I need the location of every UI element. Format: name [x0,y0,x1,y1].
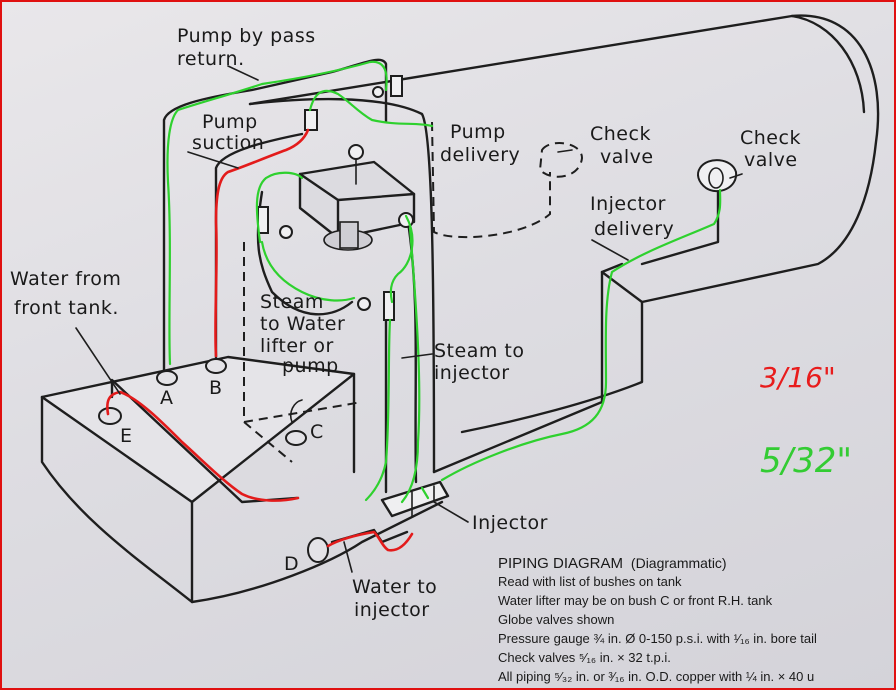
label-water-from-front-tank-line1: Water from [10,268,121,290]
label-water-to-injector-line1: Water to [352,576,437,598]
label-pump-suction-line1: Pump [202,111,258,133]
valves [257,75,738,321]
bush-c [285,430,307,446]
label-check-valve-2-line2: valve [744,149,798,171]
label-steam-to-water-line1: Steam [260,291,324,313]
green-pipe-overlay [166,60,722,504]
boiler-outline [248,14,880,474]
hidden-lines [243,121,584,463]
annotation-red-size: 3/16" [760,361,836,394]
notes-line-1: Read with list of bushes on tank [498,574,682,589]
label-pump-suction-line2: suction [192,132,264,154]
label-bush-e: E [120,425,133,447]
label-water-from-front-tank-line2: front tank. [14,297,119,319]
notes-title: PIPING DIAGRAM (Diagrammatic) [498,555,727,572]
label-water-to-injector-line2: injector [354,599,430,621]
check-valve-icon [697,159,738,193]
pump-suction-valve-icon [304,109,318,131]
label-steam-to-injector-line2: injector [434,362,510,384]
notes-line-3: Globe valves shown [498,612,614,627]
bush-d [307,537,329,563]
bush-b [205,358,227,374]
bypass-valve-icon [390,75,403,97]
tank-outline [40,355,444,604]
notes-title-main: PIPING DIAGRAM [498,555,623,572]
label-steam-to-water-line4: pump [282,355,339,377]
label-steam-to-injector-line1: Steam to [434,340,524,362]
steam-injector-valve-icon [383,291,395,321]
label-bush-a: A [160,387,174,409]
label-injector-delivery-line1: Injector [590,193,666,215]
label-steam-to-water-line3: lifter or [260,335,334,357]
size-annotations: 3/16" 5/32" [760,361,852,481]
label-pump-bypass-return-line1: Pump by pass [177,25,316,47]
annotation-green-size: 5/32" [760,441,852,481]
label-steam-to-water-line2: to Water [260,313,345,335]
notes-title-suffix: (Diagrammatic) [631,555,727,571]
bush-e [98,407,122,425]
leader-lines [75,65,743,573]
diagram-labels: Pump by pass return. Pump suction Pump d… [10,25,801,621]
tank-bushes [98,358,329,563]
label-check-valve-2-line1: Check [740,127,801,149]
label-bush-c: C [310,421,324,443]
label-bush-b: B [209,377,223,399]
red-pipe-overlay [106,128,414,552]
bush-a [156,370,178,386]
label-injector: Injector [472,512,548,534]
label-check-valve-1-line2: valve [600,146,654,168]
label-pump-bypass-return-line2: return. [177,48,245,70]
label-injector-delivery-line2: delivery [594,218,674,240]
notes-line-4: Pressure gauge ¾ in. Ø 0-150 p.s.i. with… [498,631,817,646]
label-bush-d: D [284,553,299,575]
notes-line-2: Water lifter may be on bush C or front R… [498,593,773,608]
piping-notes: PIPING DIAGRAM (Diagrammatic) Read with … [498,555,817,684]
pump-body [298,144,416,251]
injector-body [380,480,450,518]
label-check-valve-1-line1: Check [590,123,651,145]
notes-line-6: All piping ⁵⁄₃₂ in. or ³⁄₁₆ in. O.D. cop… [498,669,814,684]
label-pump-delivery-line2: delivery [440,144,520,166]
notes-line-5: Check valves ⁵⁄₁₆ in. × 32 t.p.i. [498,650,671,665]
label-pump-delivery-line1: Pump [450,121,506,143]
